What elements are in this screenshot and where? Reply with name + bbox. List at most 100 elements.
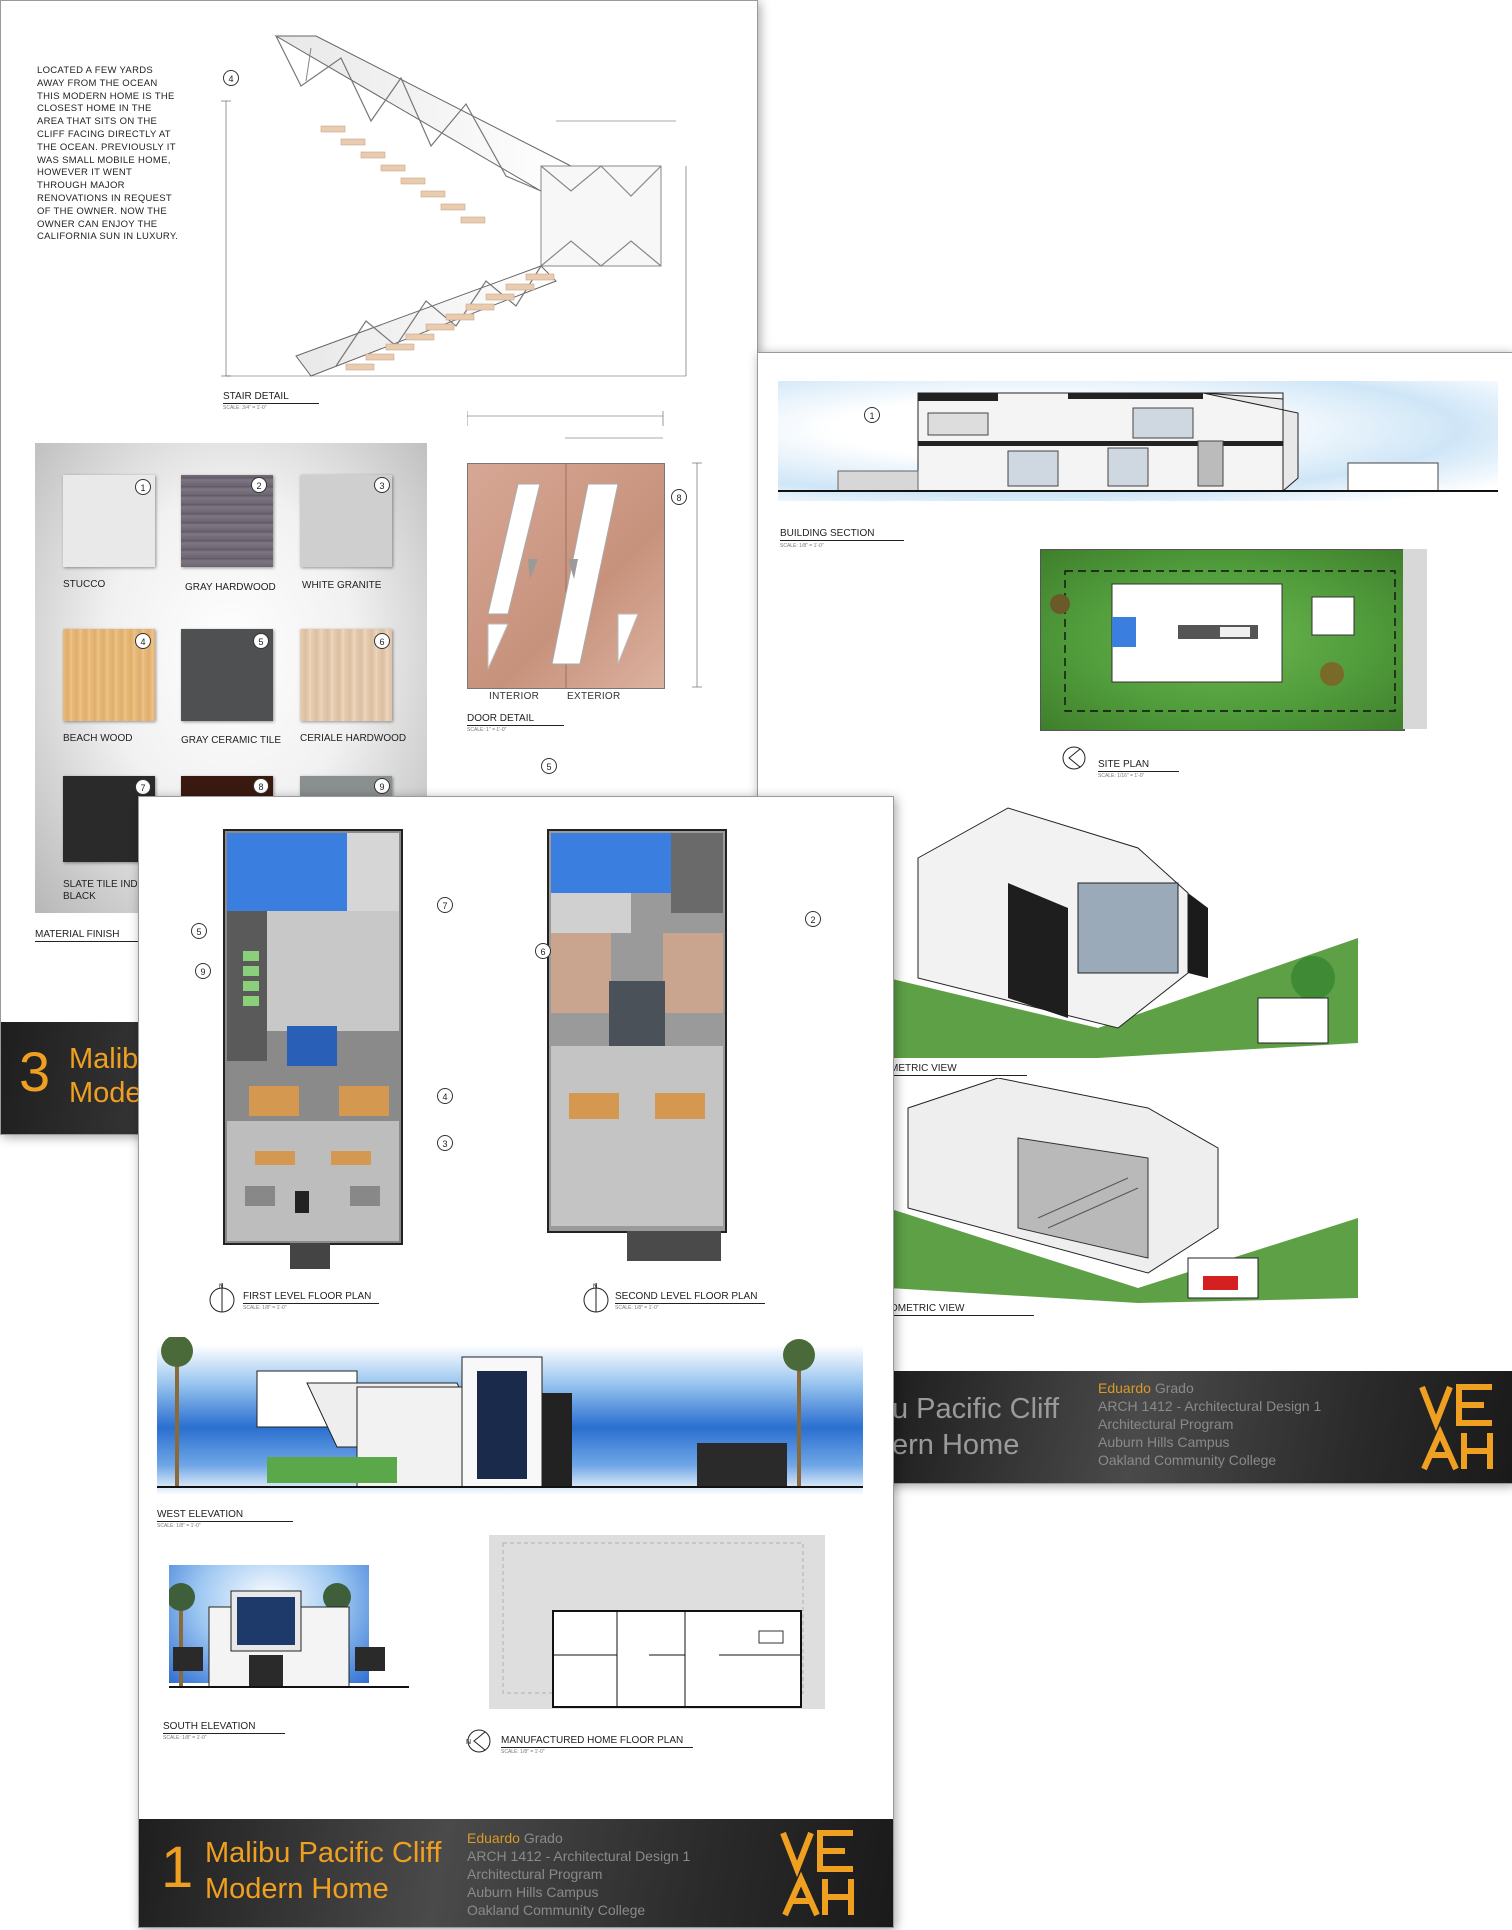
swatch-label-ceriale-hardwood: CERIALE HARDWOOD [300,733,407,744]
sheet1-credit-line-4: Oakland Community College [467,1902,646,1918]
manufactured-home-title: MANUFACTURED HOME FLOOR PLAN [501,1735,694,1748]
first-floor-scale: SCALE: 1/8" = 1'-0" [243,1305,287,1311]
building-section-scale: SCALE: 1/8" = 1'-0" [780,543,824,549]
sheet2-credit-line-1: ARCH 1412 - Architectural Design 1 [1098,1398,1322,1414]
door-label-interior: INTERIOR [489,691,540,702]
swatch-label-gray-ceramic-tile: GRAY CERAMIC TILE [181,735,282,746]
sheet1-credits: Eduardo Grado ARCH 1412 - Architectural … [467,1829,690,1919]
second-floor-north-arrow: N [583,1283,609,1313]
sheet3-title-line1: Malib [69,1043,139,1075]
swatch-callout-3: 3 [374,477,390,493]
second-level-floor-plan [547,829,727,1233]
sheet1-credit-line-1: ARCH 1412 - Architectural Design 1 [467,1848,691,1864]
callout-first-7: 7 [437,897,453,913]
callout-first-3: 3 [437,1135,453,1151]
stair-detail-title: STAIR DETAIL [223,391,319,404]
south-elevation-scale: SCALE: 1/8" = 1'-0" [163,1735,207,1741]
manufactured-north-arrow: N [466,1729,491,1753]
manufactured-home-floor-plan [489,1535,825,1709]
site-plan-house [1050,570,1396,712]
svg-text:N: N [466,1739,471,1746]
sheet2-title-line1: u Pacific Cliff [892,1393,1060,1425]
door-label-exterior: EXTERIOR [567,691,621,702]
site-plan-north-arrow [1062,746,1086,770]
project-description: LOCATED A FEW YARDS AWAY FROM THE OCEAN … [37,65,179,243]
site-plan-scale: SCALE: 1/16" = 1'-0" [1098,773,1145,779]
swatch-8 [181,776,273,796]
isometric-view-2-title: OMETRIC VIEW [890,1303,1035,1316]
second-floor-title: SECOND LEVEL FLOOR PLAN [615,1291,766,1304]
south-elevation-title: SOUTH ELEVATION [163,1721,286,1734]
door-detail-scale: SCALE: 1" = 1'-0" [467,727,507,733]
first-floor-north-arrow: N [209,1283,235,1313]
sheet2-credit-first: Eduardo [1098,1380,1151,1396]
material-finish-title: MATERIAL FINISH [35,929,190,942]
callout-detail-5: 5 [541,758,557,774]
building-section-title: BUILDING SECTION [780,528,905,541]
sheet2-credit-line-2: Architectural Program [1098,1416,1234,1432]
swatch-callout-6: 6 [374,633,390,649]
swatch-callout-2: 2 [251,477,267,493]
swatch-label-gray-hardwood: GRAY HARDWOOD [185,582,276,593]
site-plan-road [1403,549,1427,729]
vea-logo-icon [1419,1384,1493,1471]
swatch-callout-8: 8 [253,778,269,794]
isometric-view-1 [888,788,1358,1058]
first-level-floor-plan [223,829,403,1245]
callout-first-4: 4 [437,1088,453,1104]
swatch-callout-9: 9 [374,778,390,794]
sheet1-credit-first: Eduardo [467,1830,520,1846]
sheet2-title-line2: ern Home [892,1429,1020,1461]
sheet2-credits: Eduardo Grado ARCH 1412 - Architectural … [1098,1379,1321,1469]
manufactured-home-scale: SCALE: 1/8" = 1'-0" [501,1749,545,1755]
sheet3-number: 3 [19,1040,51,1103]
vea-logo-icon [780,1830,854,1917]
door-detail-title: DOOR DETAIL [467,713,565,726]
first-floor-entry-step [290,1243,330,1269]
swatch-label-stucco: STUCCO [63,579,106,590]
second-floor-entry [627,1231,721,1261]
isometric-view-1-title: METRIC VIEW [890,1063,1027,1076]
sheet2-credit-line-3: Auburn Hills Campus [1098,1434,1230,1450]
west-elevation-title: WEST ELEVATION [157,1509,294,1522]
svg-text:N: N [219,1284,223,1290]
swatch-label-beach-wood: BEACH WOOD [63,733,133,744]
west-elevation-drawing [157,1337,863,1488]
second-floor-scale: SCALE: 1/8" = 1'-0" [615,1305,659,1311]
sheet3-title-line2: Mode [69,1077,142,1109]
callout-stair: 4 [223,70,239,86]
swatch-callout-1: 1 [135,479,151,495]
sheet1-title-line2: Modern Home [205,1873,389,1905]
swatch-label-slate-tile: SLATE TILE INDIG BLACK [63,879,149,902]
building-section-drawing [778,392,1498,493]
sheet1-title-line1: Malibu Pacific Cliff [205,1837,442,1869]
swatch-9 [300,776,392,796]
callout-second-2: 2 [805,911,821,927]
svg-text:N: N [593,1284,597,1290]
south-elevation-drawing [169,1583,409,1688]
isometric-view-2 [888,1077,1358,1303]
site-plan-title: SITE PLAN [1098,759,1180,772]
sheet1-credit-line-3: Auburn Hills Campus [467,1884,599,1900]
sheet-1: 5 9 7 4 3 N FIRST LEVEL FLOOR PLAN SCALE… [138,796,894,1928]
sheet1-credit-last: Grado [519,1830,563,1846]
sheet1-titlebar: 1 Malibu Pacific Cliff Modern Home Eduar… [139,1819,893,1927]
sheet1-number: 1 [161,1835,194,1900]
sheet2-credit-last: Grado [1150,1380,1194,1396]
callout-first-5: 5 [191,923,207,939]
sheet2-titlebar: u Pacific Cliff ern Home Eduardo Grado A… [888,1371,1512,1483]
callout-section: 1 [864,407,880,423]
swatch-label-white-granite: WHITE GRANITE [302,580,382,591]
west-elevation-scale: SCALE: 1/8" = 1'-0" [157,1523,201,1529]
stair-detail-scale: SCALE: 3/4" = 1'-0" [223,405,267,411]
callout-first-9: 9 [195,963,211,979]
door-detail-drawing [467,463,665,689]
door-detail-dimensions [467,411,702,688]
callout-second-6: 6 [535,943,551,959]
swatch-callout-5: 5 [253,633,269,649]
swatch-callout-7: 7 [135,779,151,795]
first-floor-title: FIRST LEVEL FLOOR PLAN [243,1291,380,1304]
callout-door: 8 [671,489,687,505]
swatch-callout-4: 4 [135,633,151,649]
sheet2-credit-line-4: Oakland Community College [1098,1452,1277,1468]
